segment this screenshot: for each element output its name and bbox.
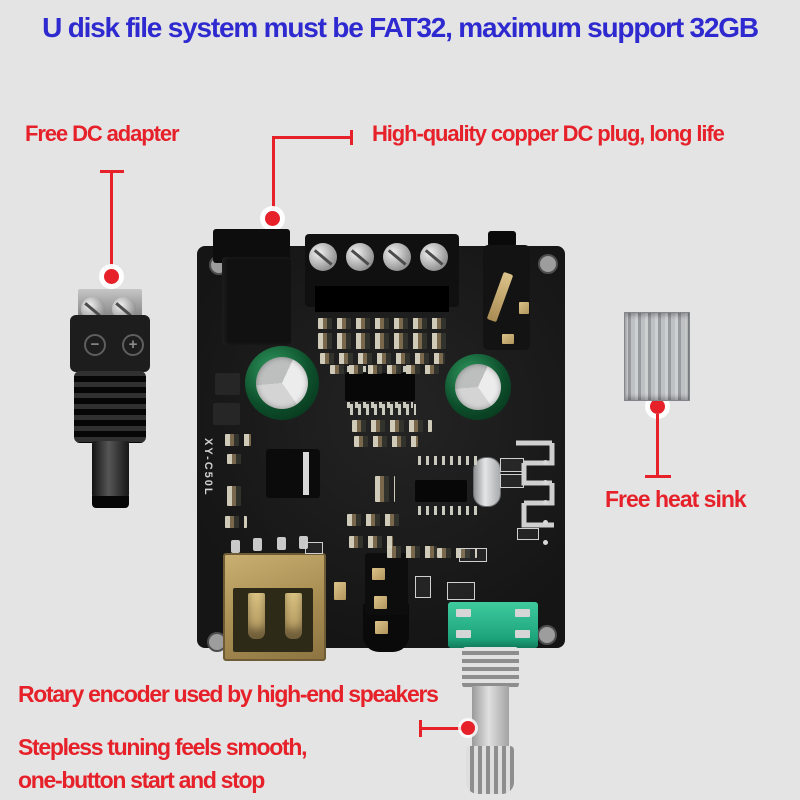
callout-line-dc-plug-v [272,136,275,210]
label-free-heat-sink: Free heat sink [605,486,747,512]
usb-contact-left [248,593,265,639]
terminal-screw-2 [346,243,374,271]
callout-line-dc-plug-h [272,136,352,139]
callout-dot-encoder [461,721,475,735]
amplifier-ic [345,373,415,401]
terminal-screw-4 [420,243,448,271]
terminal-screw-3 [383,243,411,271]
terminal-block-base [315,286,449,312]
amplifier-board: XY-C50L [197,229,565,661]
label-one-button: one-button start and stop [18,767,265,793]
capacitor-right-vent [455,364,501,410]
terminal-screw-1 [309,243,337,271]
capacitor-left-vent [256,357,308,409]
inductor [266,449,320,498]
usb-pin [299,536,308,549]
label-dc-plug: High-quality copper DC plug, long life [372,121,725,146]
audio-jack [483,245,530,350]
board-model-silkscreen: XY-C50L [202,438,214,497]
encoder-pad [515,609,530,617]
encoder-bushing [462,647,519,688]
dc-jack [222,257,291,345]
dc-connector-ribs [74,371,146,443]
encoder-pad [515,630,530,638]
mounting-hole-br [537,625,557,645]
callout-dot-dc-adapter [104,269,119,284]
plus-symbol: + [122,334,144,356]
dc-connector-barrel [92,441,129,498]
callout-line-heat-sink [656,414,659,476]
usb-pin [253,538,262,551]
callout-dot-heat-sink [650,399,665,414]
encoder-shaft [472,686,509,748]
encoder-knurled-knob [466,746,514,794]
usb-pin [231,540,240,553]
callout-line-encoder [419,727,466,730]
label-rotary-encoder: Rotary encoder used by high-end speakers [18,681,439,707]
label-free-dc-adapter: Free DC adapter [25,121,180,146]
callout-tbar-heat-sink [645,475,671,478]
mounting-hole-tr [538,254,558,274]
crystal-oscillator [473,457,501,507]
pcb-antenna [516,440,555,528]
callout-line-dc-adapter [110,170,113,270]
usb-contact-right [285,593,302,639]
callout-dot-dc-plug [265,211,280,226]
inductor-highlight [303,452,309,495]
minus-symbol: − [84,334,106,356]
encoder-pad [456,609,471,617]
label-stepless-tuning: Stepless tuning feels smooth, [18,734,307,760]
dc-connector-tip [92,496,129,508]
heat-sink [624,312,690,401]
audio-jack-barrel [488,231,516,247]
page-title: U disk file system must be FAT32, maximu… [42,12,759,43]
callout-tick-dc-plug [350,130,353,145]
encoder-pad [456,630,471,638]
usb-pin [277,537,286,550]
bluetooth-ic [415,480,467,502]
